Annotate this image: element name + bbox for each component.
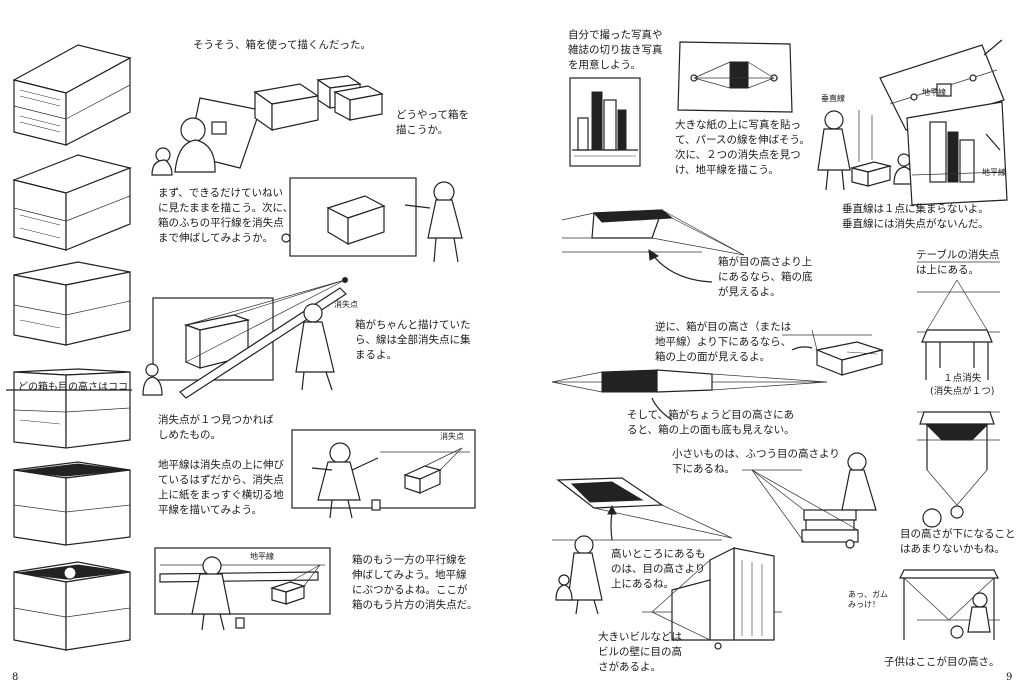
buildings-scene: [642, 547, 782, 650]
box-illustration-3: [13, 261, 131, 346]
right-page: 自分で撮った写真や 雑誌の切り抜き写真 を用意しよう。 垂直線 地平線 地平線 …: [512, 0, 1024, 700]
caption-table-vanishing: テーブルの消失点 は上にある。: [916, 249, 1000, 276]
caption-one-point: １点消失 (消失点が１つ): [930, 373, 995, 397]
caption-small-things: 小さいものは、ふつう目の高さより 下にあるね。: [672, 448, 840, 475]
caption-prepare-photo: 自分で撮った写真や 雑誌の切り抜き写真 を用意しよう。: [568, 29, 663, 71]
man-at-board-scene: [281, 177, 463, 263]
page-number-left: 8: [12, 672, 19, 683]
caption-found-vanishing-point: 消失点が１つ見つかれば しめたもの。: [158, 414, 274, 441]
caption-box-level: そして、箱がちょうど目の高さにあ ると、箱の上の面も底も見えない。: [627, 409, 795, 436]
caption-eye-level: どの箱も目の高さはココ: [18, 382, 128, 393]
left-page-illustrations: [6, 44, 476, 651]
label-horizon-a: 地平線: [922, 88, 946, 97]
caption-vertical-lines: 垂直線は１点に集まらないよ。 垂直線には消失点がないんだ。: [842, 203, 989, 230]
caption-found-gum: あっ、ガム みっけ！: [848, 590, 888, 609]
caption-horizon-line: 地平線は消失点の上に伸び ているはずだから、消失点 上に紙をまっすぐ横切る地 平…: [158, 459, 284, 516]
box-illustration-4: [6, 368, 132, 449]
caption-box-below: 逆に、箱が目の高さ（または 地平線）より下にあるなら、 箱の上の面が見えるよ。: [655, 321, 792, 363]
page-number-right: 9: [1006, 672, 1013, 683]
high-shelf-scene: [552, 477, 733, 615]
building-sketch: [906, 101, 1008, 206]
man-drawing-horizon-scene: [291, 429, 476, 519]
label-vertical-line: 垂直線: [821, 94, 845, 103]
caption-other-side: 箱のもう一方の平行線を 伸ばしてみよう。地平線 にぶつかるよね。ここが 箱のもう…: [352, 554, 478, 611]
caption-big-paper: 大きな紙の上に写真を貼っ て、パースの線を伸ばそう。 次に、２つの消失点を見つ …: [675, 119, 810, 176]
box-illustration-5: [13, 461, 131, 546]
caption-child-eye-level: 目の高さが下になること はあまりないかもね。: [900, 528, 1016, 555]
caption-how-to-draw: どうやって箱を 描こうか。: [396, 109, 469, 136]
caption-all-lines-converge: 箱がちゃんと描けていた ら、線は全部消失点に集 まるよ。: [355, 319, 471, 361]
caption-high-things: 高いところにあるも のは、目の高さより 上にあるね。: [611, 548, 706, 590]
ruler-perspective-scene: [142, 277, 348, 399]
photo-on-paper: [677, 41, 793, 113]
label-horizon: 地平線: [250, 552, 274, 561]
kid-dog-vertical-scene: [817, 110, 915, 191]
child-with-box-scene: [151, 75, 384, 176]
kids-with-ruler-scene: [154, 547, 331, 631]
box-illustration-1: [12, 44, 132, 146]
box-illustration-6: [13, 561, 131, 651]
caption-box-above: 箱が目の高さより上 にあるなら、箱の底 が見えるよ。: [718, 256, 813, 298]
title-caption: そうそう、箱を使って描くんだった。: [193, 39, 371, 51]
label-vanishing-point-2: 消失点: [440, 432, 464, 441]
box-at-eye-level: [551, 369, 828, 421]
label-horizon-b: 地平線: [982, 168, 1006, 177]
right-page-illustrations: [551, 39, 1008, 650]
kid-under-table-scene: [899, 569, 1000, 640]
caption-first-steps: まず、できるだけていねい に見たままを描こう。次に、 箱のふちの平行線を消失点 …: [158, 187, 294, 244]
box-below-eye-level: [782, 329, 885, 376]
label-vanishing-point: 消失点: [334, 300, 358, 309]
table-scene: [917, 261, 1000, 528]
kid-with-books-scene: [742, 452, 877, 549]
city-photo: [569, 77, 641, 167]
caption-child-level: 子供はここが目の高さ。: [884, 656, 1000, 668]
box-illustration-2: [12, 154, 132, 251]
box-above-eye-level: [561, 209, 745, 283]
caption-big-buildings: 大きいビルなどは ビルの壁に目の高 さがあるよ。: [598, 631, 682, 673]
left-page: そうそう、箱を使って描くんだった。 どうやって箱を 描こうか。 まず、できるだけ…: [6, 39, 478, 683]
